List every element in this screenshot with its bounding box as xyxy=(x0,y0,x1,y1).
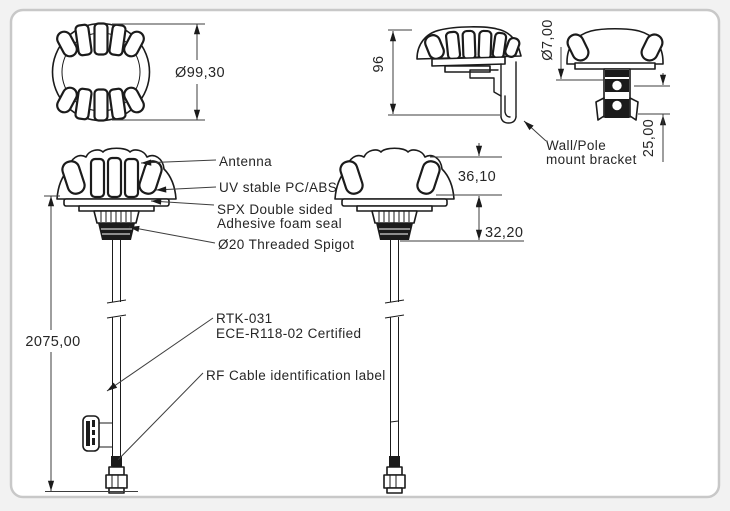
dim-cable-length: 2075,00 xyxy=(25,195,138,492)
top-view xyxy=(51,22,151,122)
rear-view xyxy=(566,27,664,121)
dim-diameter-text: Ø99,30 xyxy=(175,65,225,81)
dim-dome-height-text: 36,10 xyxy=(458,169,496,185)
leader-bracket: Wall/Pole mount bracket xyxy=(523,120,637,167)
dim-spigot-length-text: 32,20 xyxy=(485,225,523,241)
callout-texts: Antenna UV stable PC/ABS SPX Double side… xyxy=(206,154,386,383)
dim-hole-diameter-text: Ø7,00 xyxy=(540,19,556,61)
dim-hole-spacing: 25,00 xyxy=(634,73,670,162)
bracket-callout-line1: Wall/Pole xyxy=(546,138,606,153)
front-view-left xyxy=(55,147,178,494)
rf-label-callout: RF Cable identification label xyxy=(206,368,386,383)
certification-callout: ECE-R118-02 Certified xyxy=(216,326,361,341)
housing-callout: UV stable PC/ABS xyxy=(219,180,337,195)
rf-identification-label xyxy=(82,415,112,452)
seal-callout-line1: SPX Double sided xyxy=(217,202,333,217)
dim-hole-diameter: Ø7,00 xyxy=(540,19,604,81)
dim-diameter: Ø99,30 xyxy=(112,23,225,121)
antenna-callout: Antenna xyxy=(219,154,272,169)
drawing-frame xyxy=(9,8,721,499)
spigot-callout: Ø20 Threaded Spigot xyxy=(218,237,354,252)
callout-leaders xyxy=(106,159,217,468)
dim-spigot-length: 32,20 xyxy=(400,197,524,242)
bracket-callout-line2: mount bracket xyxy=(546,152,637,167)
dim-overall-height-text: 96 xyxy=(371,56,387,73)
front-view-right xyxy=(333,147,456,494)
dim-overall-height: 96 xyxy=(371,29,500,116)
dim-cable-length-text: 2075,00 xyxy=(25,334,80,350)
side-view xyxy=(416,26,522,124)
seal-callout-line2: Adhesive foam seal xyxy=(217,216,342,231)
model-callout: RTK-031 xyxy=(216,311,273,326)
dim-hole-spacing-text: 25,00 xyxy=(641,119,657,157)
